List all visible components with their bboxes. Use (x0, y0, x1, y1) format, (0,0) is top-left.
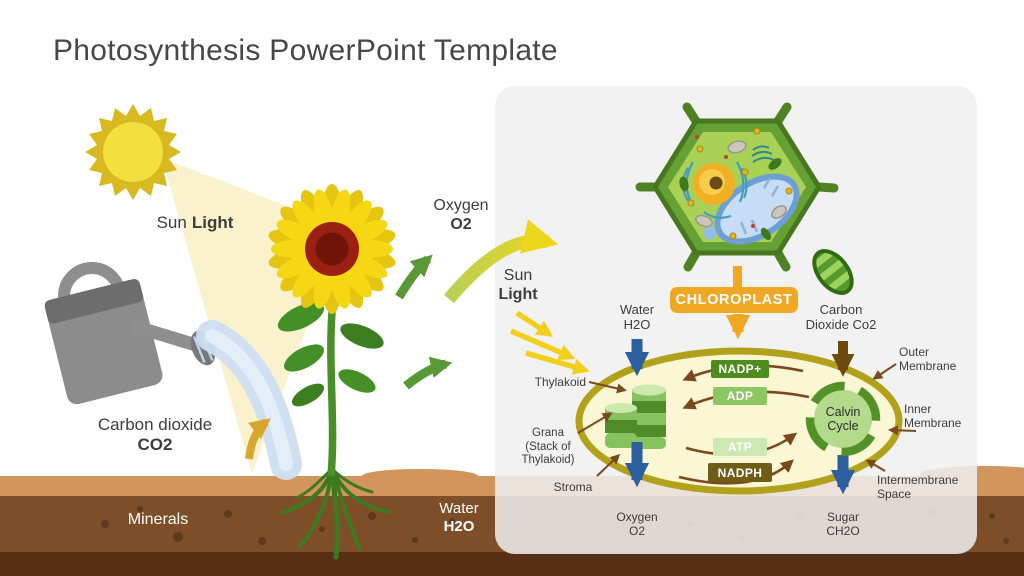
adp-badge: ADP (713, 387, 767, 405)
chloroplast-bean-icon (806, 245, 857, 295)
oxygen-out-name: Oxygen (616, 510, 658, 524)
grana-label: Grana (Stack of Thylakoid) (516, 427, 580, 468)
page-title: Photosynthesis PowerPoint Template (53, 34, 558, 67)
sugar-out-label: Sugar CH2O (811, 510, 875, 538)
oxygen-release-arrow (395, 254, 433, 300)
nucleolus (709, 176, 723, 190)
thylakoid-pointer (588, 381, 627, 394)
oxygen-formula: O2 (450, 215, 472, 233)
peroxisomes (687, 127, 793, 240)
oxygen-name: Oxygen (433, 197, 489, 214)
atp-badge: ATP (713, 438, 767, 456)
pointer-lines (577, 363, 917, 477)
co2-in-formula: Dioxide Co2 (805, 317, 877, 333)
oxygen-out-formula: O2 (628, 524, 645, 539)
ribosomes (695, 135, 755, 228)
inner-membrane-line1: Inner (904, 402, 932, 416)
intermembrane-pointer (865, 459, 886, 472)
calvin-line1: Calvin (825, 405, 861, 419)
nadph-badge: NADPH (708, 463, 772, 482)
thylakoid-label: Thylakoid (534, 375, 586, 389)
plant-cell-icon (635, 102, 839, 272)
panel-sun-light-label: Sun Light (487, 267, 549, 305)
golgi (751, 145, 775, 163)
intermembrane-label: Intermembrane Space (877, 473, 973, 501)
oxygen-flow-arrow (444, 219, 559, 304)
sugar-out-name: Sugar (826, 510, 860, 524)
sunflower-stem (327, 299, 337, 477)
intermembrane-line2: Space (877, 487, 912, 502)
oxygen-out-label: Oxygen O2 (605, 510, 669, 538)
water-in-name: Water (619, 302, 655, 317)
outer-membrane-pointer (872, 363, 897, 380)
co2-in-label: Carbon Dioxide Co2 (796, 302, 886, 333)
stroma-label: Stroma (553, 480, 593, 494)
calvin-line2: Cycle (827, 419, 859, 434)
watering-can-icon (44, 262, 216, 405)
vesicle (703, 226, 717, 240)
sunflower-leaves (277, 302, 384, 407)
ground-bedrock (0, 552, 1024, 576)
water-spray (196, 320, 302, 480)
calvin-cycle-label: Calvin Cycle (815, 405, 871, 434)
calvin-cycle-ring (805, 381, 881, 457)
outer-membrane-line1: Outer (899, 345, 930, 359)
sun-light-word-bold: Light (191, 213, 234, 232)
co2-in-name: Carbon (819, 302, 863, 317)
outer-membrane-label: Outer Membrane (899, 345, 971, 373)
grana-pointer (577, 412, 613, 434)
grana-stack-left (605, 403, 637, 448)
outer-membrane-line2: Membrane (899, 359, 957, 374)
carbon-dioxide-name: Carbon dioxide (97, 415, 213, 434)
cell-wall-spikes (635, 102, 839, 272)
grana-stack-right (632, 384, 666, 449)
water-in-formula: H2O (623, 317, 651, 333)
grana-line3: Thylakoid) (521, 454, 575, 467)
mitochondria (695, 140, 787, 228)
inner-membrane-pointer (888, 425, 917, 436)
sun-light-label: Sun Light (140, 213, 250, 233)
grana-line2: (Stack of (525, 440, 571, 453)
carbon-dioxide-formula: CO2 (137, 435, 173, 455)
panel-light-word: Light (498, 285, 538, 303)
inner-membrane-line2: Membrane (904, 416, 962, 431)
water-soil-label: Water H2O (422, 500, 496, 535)
chloroplast-badge: CHLOROPLAST (670, 287, 798, 313)
sun-icon (85, 104, 181, 200)
stroma-pointer (596, 453, 621, 477)
sunflower-icon (266, 184, 398, 477)
water-in-label: Water H2O (605, 302, 669, 333)
nadp-badge: NADP+ (711, 360, 769, 378)
carbon-dioxide-label: Carbon dioxide CO2 (85, 415, 225, 455)
sunray-arrows (509, 310, 590, 375)
cell-chloroplasts (679, 158, 782, 241)
transpiration-arrow (403, 356, 453, 390)
intermembrane-line1: Intermembrane (877, 473, 959, 487)
water-name: Water (439, 500, 479, 517)
roots (280, 467, 390, 560)
sugar-out-formula: CH2O (826, 524, 860, 539)
grana-line1: Grana (532, 427, 564, 439)
oxygen-label: Oxygen O2 (416, 197, 506, 235)
co2-uptake-arrow (245, 418, 271, 460)
chloroplast-callout-stem (733, 266, 742, 288)
sunflower-center-inner (315, 232, 349, 266)
ground-bump (362, 469, 478, 483)
minerals-label: Minerals (127, 511, 189, 528)
inner-membrane-label: Inner Membrane (904, 402, 976, 430)
water-formula: H2O (443, 517, 475, 535)
sun-light-word: Sun (156, 213, 187, 232)
panel-sun-word: Sun (503, 267, 533, 284)
